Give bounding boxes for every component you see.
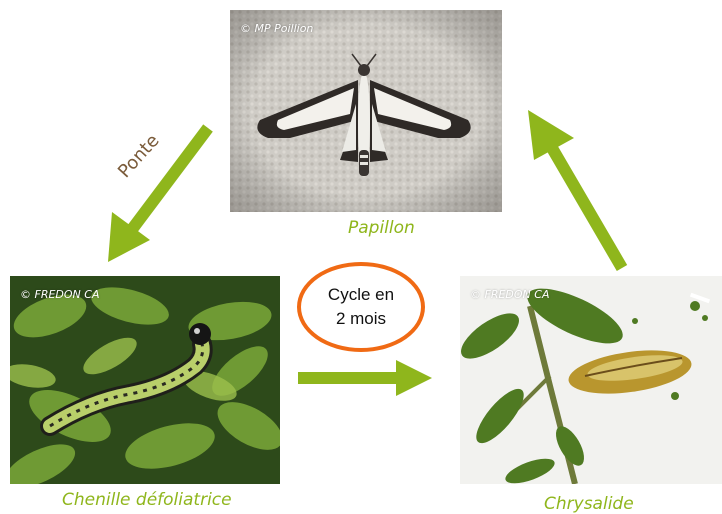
- arrow-chrysalide-to-papillon: [528, 110, 622, 268]
- arrow-chenille-to-chrysalide: [298, 360, 432, 396]
